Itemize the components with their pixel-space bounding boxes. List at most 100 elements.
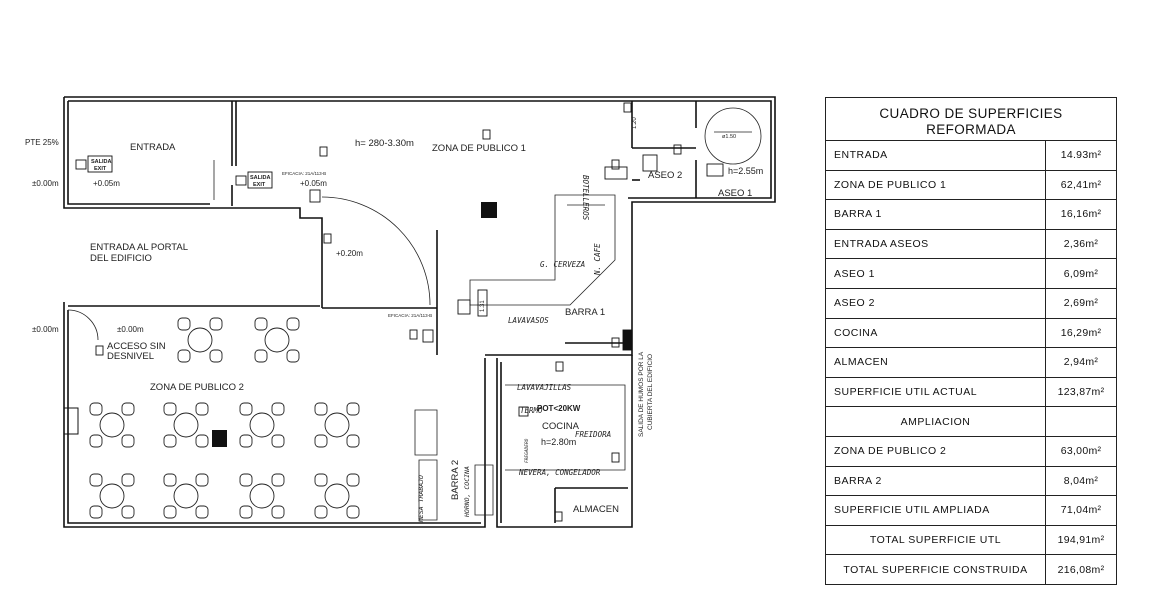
- table-row-name: BARRA 1: [834, 208, 882, 221]
- svg-text:h=2.55m: h=2.55m: [728, 166, 763, 176]
- room-cocina: COCINA: [542, 421, 580, 432]
- room-aseo-2: ASEO 2: [648, 170, 682, 181]
- table-row-value: 2,94m²: [1045, 348, 1116, 377]
- svg-text:FREIDORA: FREIDORA: [575, 430, 611, 439]
- acceso-label-1: ACCESO SIN: [107, 341, 166, 352]
- svg-text:NEVERA, CONGELADOR: NEVERA, CONGELADOR: [518, 468, 601, 477]
- svg-text:1.31: 1.31: [480, 300, 486, 312]
- table-row-value: 16,16m²: [1045, 200, 1116, 229]
- table-row-value: 2,36m²: [1045, 229, 1116, 259]
- table-row-name: BARRA 2: [834, 474, 882, 487]
- table-row: TOTAL SUPERFICIE UTL 194,91m²: [826, 525, 1116, 556]
- svg-text:±0.00m: ±0.00m: [32, 179, 59, 188]
- svg-text:+0.05m: +0.05m: [300, 179, 327, 188]
- table-row-value: 71,04m²: [1045, 496, 1116, 525]
- svg-text:±0.00m: ±0.00m: [117, 325, 144, 334]
- equipment-labels: BOTELLEROS G. CERVEZA N. CAFE LAVAVASOS …: [417, 175, 611, 523]
- surface-table-title: CUADRO DE SUPERFICIES REFORMADA: [826, 98, 1116, 141]
- table-row: AMPLIACION: [826, 407, 1116, 437]
- room-labels: ENTRADA ZONA DE PUBLICO 1 ZONA DE PUBLIC…: [90, 142, 752, 515]
- svg-text:±0.00m: ±0.00m: [32, 325, 59, 334]
- svg-text:SALIDA DE HUMOS POR LA: SALIDA DE HUMOS POR LA: [638, 351, 645, 437]
- svg-text:EFICACIA: 21A/113-B: EFICACIA: 21A/113-B: [388, 313, 432, 318]
- svg-text:ø1.50: ø1.50: [722, 134, 736, 140]
- table-row-name: TOTAL SUPERFICIE UTL: [869, 534, 1002, 547]
- svg-text:+0.20m: +0.20m: [336, 249, 363, 258]
- table-row: ASEO 1 6,09m²: [826, 259, 1116, 289]
- table-row-value: 62,41m²: [1045, 170, 1116, 200]
- svg-text:POT<20KW: POT<20KW: [537, 404, 581, 413]
- table-row: COCINA 16,29m²: [826, 318, 1116, 349]
- svg-text:h=2.80m: h=2.80m: [541, 437, 576, 447]
- room-almacen: ALMACEN: [573, 504, 619, 515]
- svg-text:1.20: 1.20: [632, 117, 638, 129]
- room-aseo-1: ASEO 1: [718, 188, 752, 199]
- table-row-value: 14.93m²: [1045, 141, 1116, 170]
- table-row-value: 16,29m²: [1045, 318, 1116, 348]
- table-row: SUPERFICIE UTIL ACTUAL 123,87m²: [826, 377, 1116, 408]
- table-row-value: 6,09m²: [1045, 259, 1116, 288]
- room-barra-2: BARRA 2: [450, 460, 461, 500]
- svg-text:TERMO: TERMO: [520, 406, 543, 415]
- table-row-value: 194,91m²: [1045, 525, 1116, 555]
- fixtures: [75, 102, 724, 522]
- table-row-value: 63,00m²: [1045, 436, 1116, 466]
- svg-text:N. CAFE: N. CAFE: [593, 243, 602, 276]
- room-zona-publico-2: ZONA DE PUBLICO 2: [150, 382, 244, 393]
- svg-text:LAVAVASOS: LAVAVASOS: [508, 316, 549, 325]
- svg-text:EFICACIA: 21A/113-B: EFICACIA: 21A/113-B: [282, 171, 326, 176]
- exit-sign-text: SALIDA EXIT SALIDA EXIT: [91, 159, 271, 188]
- walls: [63, 96, 776, 528]
- table-row: ZONA DE PUBLICO 2 63,00m²: [826, 436, 1116, 467]
- svg-text:EXIT: EXIT: [253, 182, 266, 188]
- table-row-name: ENTRADA: [834, 149, 888, 162]
- floor-plan: SALIDA EXIT SALIDA EXIT ENTRADA ZONA DE …: [25, 96, 776, 528]
- svg-text:HORNO, COCINA: HORNO, COCINA: [463, 466, 471, 518]
- table-row: ALMACEN 2,94m²: [826, 348, 1116, 378]
- table-row-value: [1045, 407, 1116, 436]
- table-row-value: 2,69m²: [1045, 288, 1116, 318]
- room-zona-publico-1: ZONA DE PUBLICO 1: [432, 143, 526, 154]
- svg-text:CUBIERTA DEL EDIFICIO: CUBIERTA DEL EDIFICIO: [647, 354, 654, 430]
- svg-text:SALIDA: SALIDA: [250, 175, 271, 181]
- svg-text:BOTELLEROS: BOTELLEROS: [581, 175, 590, 221]
- table-row-name: COCINA: [834, 326, 878, 339]
- surface-table: CUADRO DE SUPERFICIES REFORMADA ENTRADA 1…: [825, 97, 1117, 585]
- portal-label-2: DEL EDIFICIO: [90, 253, 152, 264]
- table-row: ASEO 2 2,69m²: [826, 288, 1116, 319]
- room-entrada: ENTRADA: [130, 142, 176, 153]
- table-row-name: ZONA DE PUBLICO 2: [834, 445, 947, 458]
- table-row: BARRA 2 8,04m²: [826, 466, 1116, 497]
- table-row-name: ENTRADA ASEOS: [834, 238, 929, 251]
- table-row: TOTAL SUPERFICIE CONSTRUIDA 216,08m²: [826, 555, 1116, 584]
- svg-text:h= 280-3.30m: h= 280-3.30m: [355, 138, 414, 149]
- table-row-name: ASEO 1: [834, 267, 875, 280]
- svg-text:FREGADERO: FREGADERO: [524, 438, 530, 463]
- table-row-name: SUPERFICIE UTIL ACTUAL: [834, 386, 978, 399]
- table-row-name: TOTAL SUPERFICIE CONSTRUIDA: [843, 563, 1028, 576]
- svg-text:LAVAVAJILLAS: LAVAVAJILLAS: [517, 383, 572, 392]
- dining-tables: [89, 317, 360, 519]
- table-row: ENTRADA ASEOS 2,36m²: [826, 229, 1116, 260]
- room-barra-1: BARRA 1: [565, 307, 605, 318]
- acceso-label-2: DESNIVEL: [107, 351, 154, 362]
- table-row: BARRA 1 16,16m²: [826, 200, 1116, 230]
- table-row: ZONA DE PUBLICO 1 62,41m²: [826, 170, 1116, 201]
- portal-label-1: ENTRADA AL PORTAL: [90, 242, 188, 253]
- table-row-value: 8,04m²: [1045, 466, 1116, 496]
- svg-text:SALIDA: SALIDA: [91, 159, 112, 165]
- svg-text:PTE 25%: PTE 25%: [25, 138, 59, 147]
- table-row-value: 216,08m²: [1045, 555, 1116, 584]
- svg-text:EXIT: EXIT: [94, 166, 107, 172]
- annotations: PTE 25% ±0.00m ±0.00m ±0.00m +0.05m +0.0…: [25, 117, 763, 447]
- svg-text:+0.05m: +0.05m: [93, 179, 120, 188]
- table-row-value: 123,87m²: [1045, 377, 1116, 407]
- table-row-name: AMPLIACION: [900, 415, 971, 428]
- table-row-name: ASEO 2: [834, 297, 875, 310]
- svg-text:G. CERVEZA: G. CERVEZA: [540, 260, 585, 269]
- table-row-name: ALMACEN: [834, 356, 889, 369]
- table-row-name: ZONA DE PUBLICO 1: [834, 178, 947, 191]
- table-row: ENTRADA 14.93m²: [826, 141, 1116, 171]
